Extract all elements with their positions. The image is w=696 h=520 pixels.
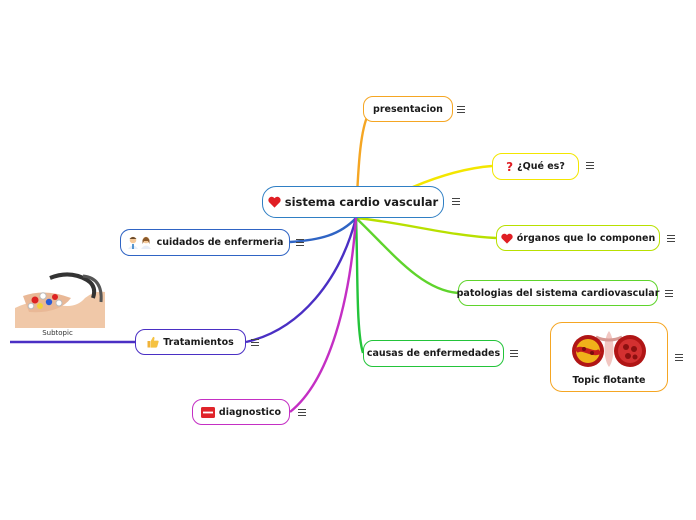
hamburger-menu-icon[interactable] <box>586 162 594 169</box>
topic-que-es[interactable]: ? ¿Qué es? <box>492 153 579 180</box>
hamburger-menu-icon[interactable] <box>452 198 460 205</box>
subtopic[interactable]: Subtopic <box>10 268 105 340</box>
topic-causas[interactable]: causas de enfermedades <box>363 340 504 367</box>
link-diagnostico <box>289 217 358 413</box>
topic-presentacion[interactable]: presentacion <box>363 96 453 122</box>
sos-icon <box>200 406 215 418</box>
hamburger-menu-icon[interactable] <box>665 290 673 297</box>
floating-topic[interactable]: Topic flotante <box>550 322 668 392</box>
thumbs-up-icon <box>147 336 159 348</box>
nurse-doctor-icon <box>127 236 153 249</box>
central-topic-label: sistema cardio vascular <box>284 195 439 209</box>
heart-icon <box>501 233 513 244</box>
link-cuidados <box>289 217 357 244</box>
heart-artery-image <box>568 328 650 372</box>
heart-icon <box>268 196 281 208</box>
hamburger-menu-icon[interactable] <box>296 239 304 246</box>
hamburger-menu-icon[interactable] <box>251 339 259 346</box>
hamburger-menu-icon[interactable] <box>457 106 465 113</box>
link-tratamientos <box>245 217 358 344</box>
blood-pressure-pills-image <box>15 268 105 332</box>
topic-cuidados-label: cuidados de enfermeria <box>156 237 284 248</box>
floating-topic-label: Topic flotante <box>572 374 646 386</box>
topic-diagnostico[interactable]: diagnostico <box>192 399 290 425</box>
hamburger-menu-icon[interactable] <box>510 350 518 357</box>
link-patologias <box>355 217 459 295</box>
topic-patologias[interactable]: patologias del sistema cardiovascular <box>456 280 660 306</box>
topic-que-es-label: ¿Qué es? <box>517 161 565 172</box>
subtopic-label: Subtopic <box>42 329 73 337</box>
central-topic[interactable]: sistema cardio vascular <box>262 186 444 218</box>
hamburger-menu-icon[interactable] <box>298 409 306 416</box>
topic-organos-label: órganos que lo componen <box>516 232 656 244</box>
link-causas <box>354 217 365 354</box>
question-icon: ? <box>506 159 514 174</box>
topic-patologias-label: patologias del sistema cardiovascular <box>456 287 660 299</box>
topic-cuidados[interactable]: cuidados de enfermeria <box>120 229 290 256</box>
link-organos <box>355 216 497 240</box>
topic-causas-label: causas de enfermedades <box>366 348 501 359</box>
topic-tratamientos[interactable]: Tratamientos <box>135 329 246 355</box>
topic-organos[interactable]: órganos que lo componen <box>496 225 660 251</box>
topic-tratamientos-label: Tratamientos <box>163 336 234 348</box>
topic-diagnostico-label: diagnostico <box>218 406 282 418</box>
hamburger-menu-icon[interactable] <box>675 354 683 361</box>
topic-presentacion-label: presentacion <box>373 103 443 115</box>
hamburger-menu-icon[interactable] <box>667 235 675 242</box>
